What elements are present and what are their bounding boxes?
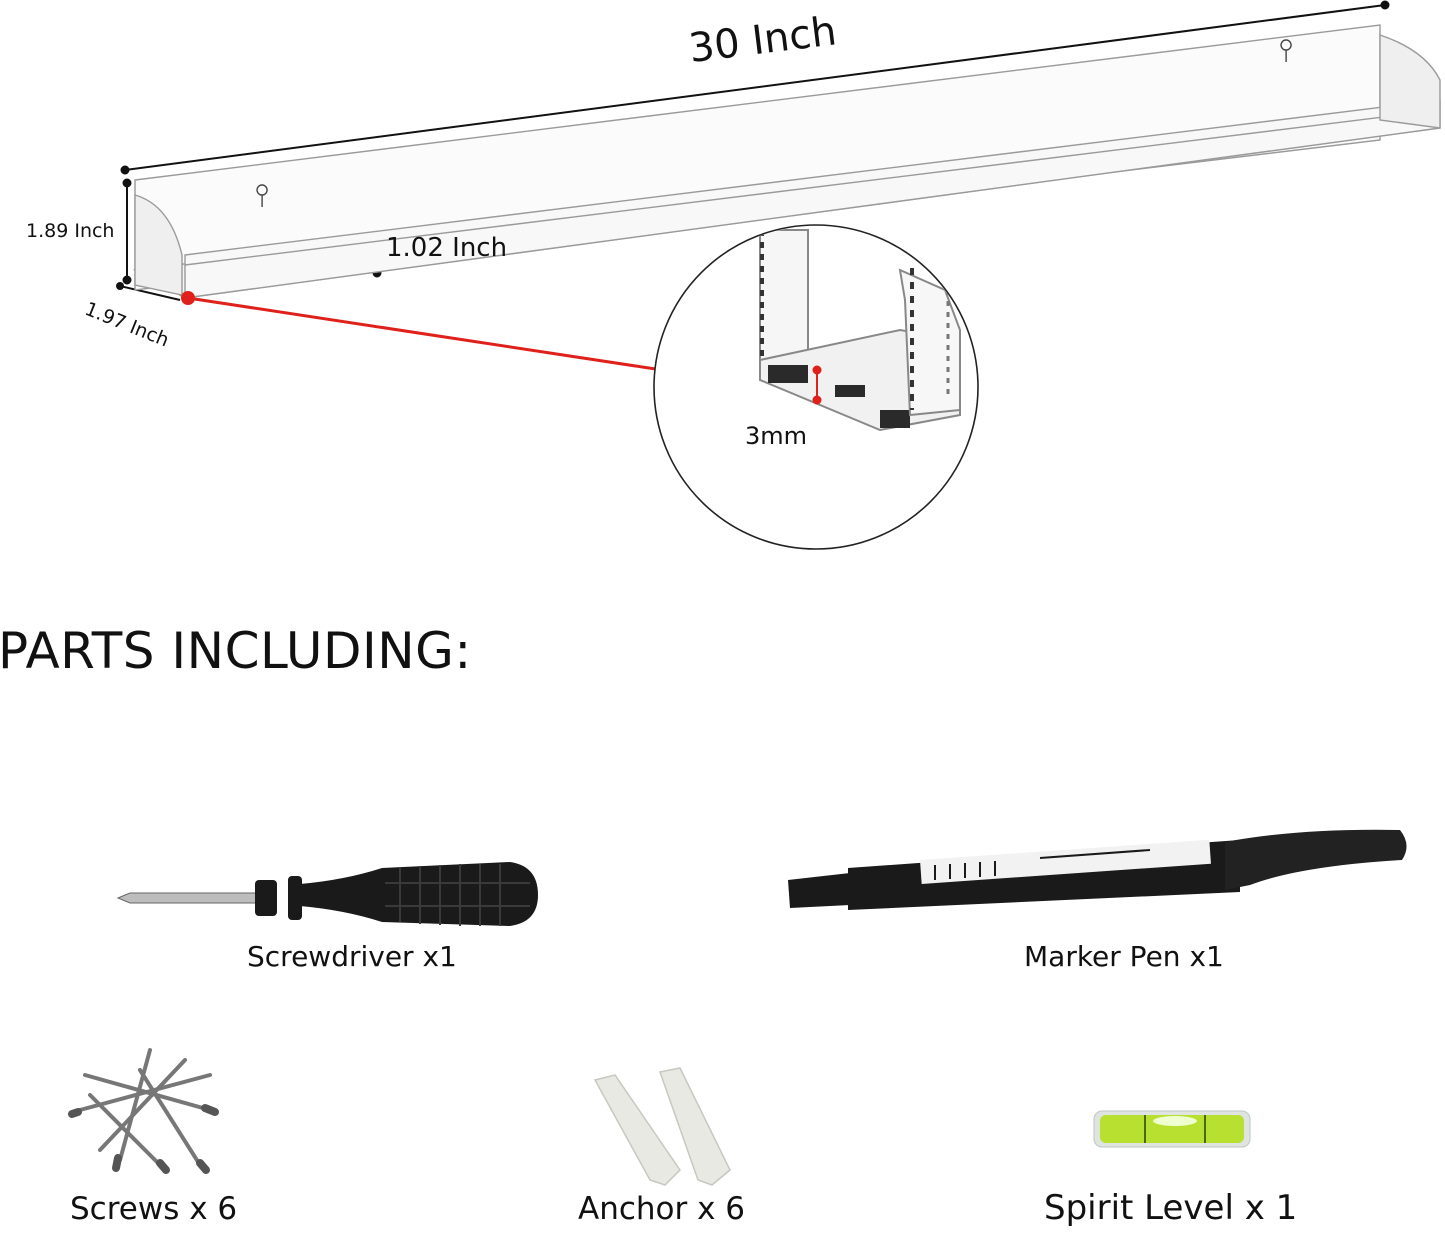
height-label: 1.89 Inch (26, 220, 115, 242)
spirit-level-shape (1093, 1110, 1251, 1148)
shelf-illustration (116, 0, 1441, 550)
thickness-label: 3mm (745, 422, 808, 450)
part-label-screwdriver: Screwdriver x1 (247, 940, 457, 973)
part-label-spirit-level: Spirit Level x 1 (1044, 1188, 1298, 1228)
magnified-detail (653, 224, 979, 550)
acrylic-shelf (132, 24, 1441, 299)
depth-dimension-line (116, 282, 181, 301)
part-label-anchor: Anchor x 6 (578, 1191, 746, 1227)
screws-shape (68, 1048, 219, 1174)
part-label-screws: Screws x 6 (70, 1191, 238, 1227)
thickness-callout (181, 291, 663, 372)
height-dimension-line (122, 178, 132, 285)
parts-title: PARTS INCLUDING: (0, 622, 472, 680)
lip-height-label: 1.02 Inch (386, 233, 508, 263)
screwdriver-shape (116, 862, 538, 926)
anchors-shape (593, 1067, 731, 1186)
length-dimension-line (120, 0, 1390, 175)
marker-pen-shape (788, 829, 1407, 910)
part-label-marker-pen: Marker Pen x1 (1024, 940, 1224, 973)
